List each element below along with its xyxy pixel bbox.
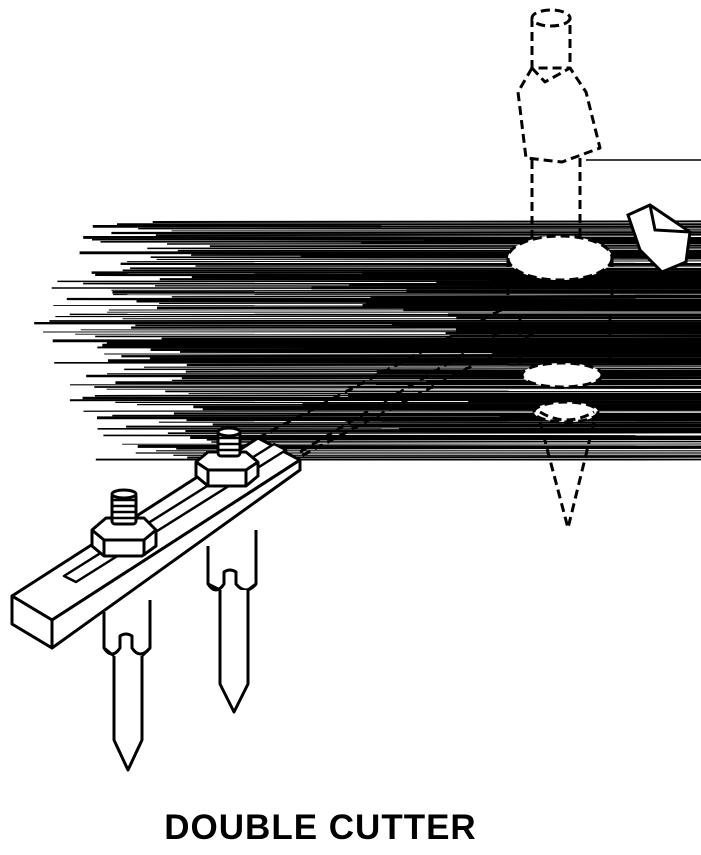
pivot-hub-icon <box>506 234 614 424</box>
fiber-strand <box>124 367 701 371</box>
fiber-strand <box>83 410 701 412</box>
fiber-strand <box>167 431 701 435</box>
adjusting-nut-icon <box>194 426 260 488</box>
pivot-point-icon <box>538 410 596 529</box>
cutting-blade-icon <box>102 600 152 772</box>
fiber-strand <box>111 231 701 235</box>
fiber-strand <box>83 235 701 240</box>
fiber-strand <box>103 434 701 437</box>
fiber-strand <box>155 233 701 237</box>
cutting-blade-icon <box>206 530 258 714</box>
fiber-strand <box>106 388 701 390</box>
adjusting-nut-icon <box>90 488 158 558</box>
fiber-strand <box>130 267 701 270</box>
lever-clip-icon <box>626 203 692 274</box>
figure-caption: DOUBLE CUTTER <box>164 808 477 847</box>
fiber-strand <box>152 220 701 224</box>
fiber-strand <box>127 260 701 263</box>
fiber-strand <box>147 247 701 250</box>
tool-handle-icon <box>516 8 602 240</box>
fiber-strand <box>206 438 701 441</box>
